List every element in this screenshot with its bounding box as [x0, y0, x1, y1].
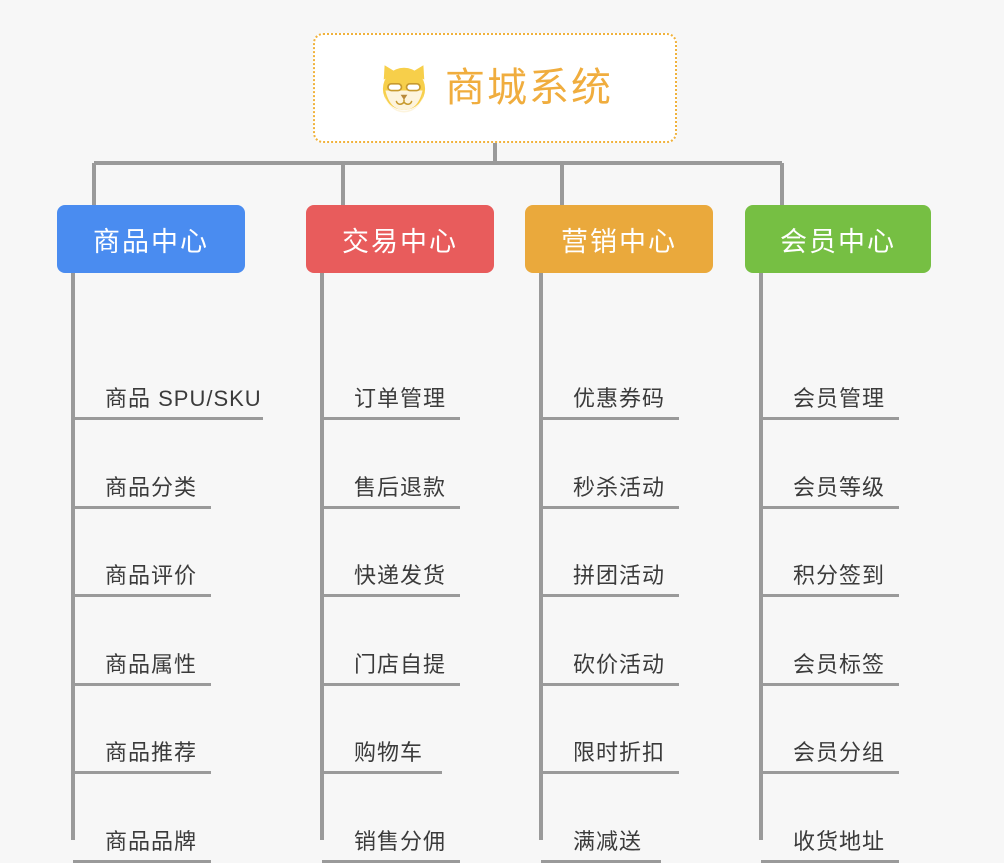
leaf-item-underline — [73, 594, 211, 597]
leaf-item-underline — [541, 505, 679, 509]
leaf-item-label: 售后退款 — [354, 474, 447, 500]
category-header-4[interactable]: 会员中心 — [745, 205, 931, 273]
leaf-item-underline — [73, 771, 211, 774]
leaf-item-label: 快递发货 — [354, 563, 447, 588]
category-column-3: 营销中心优惠券码秒杀活动拼团活动砍价活动限时折扣满减送 — [525, 205, 713, 863]
category-header-2[interactable]: 交易中心 — [306, 205, 494, 273]
leaf-item-label: 会员分组 — [793, 740, 886, 765]
leaf-item-underline — [541, 682, 679, 686]
leaf-item-underline — [322, 859, 460, 863]
leaf-item-label: 购物车 — [354, 740, 424, 765]
leaf-item-underline — [73, 859, 211, 863]
leaf-item-label: 限时折扣 — [573, 740, 666, 765]
root-title: 商城系统 — [445, 66, 613, 110]
leaf-item-underline — [761, 594, 899, 597]
leaf-item-underline — [761, 771, 899, 774]
category-column-4: 会员中心会员管理会员等级积分签到会员标签会员分组收货地址 — [745, 205, 931, 863]
leaf-item-underline — [73, 682, 211, 686]
leaf-item-label: 优惠券码 — [573, 386, 666, 411]
category-column-2: 交易中心订单管理售后退款快递发货门店自提购物车销售分佣 — [306, 205, 494, 863]
leaf-item-label: 商品 SPU/SKU — [105, 386, 262, 411]
leaf-item-underline — [541, 859, 661, 863]
leaf-item-label: 会员等级 — [793, 474, 886, 500]
category-label: 营销中心 — [561, 226, 677, 257]
leaf-item-label: 门店自提 — [354, 651, 447, 677]
leaf-item-label: 商品评价 — [105, 563, 198, 588]
leaf-item-underline — [761, 417, 899, 420]
leaf-item-underline — [541, 417, 679, 420]
leaf-item-underline — [322, 505, 460, 509]
leaf-item-label: 商品分类 — [105, 474, 198, 500]
leaf-item-underline — [322, 594, 460, 597]
leaf-item-label: 商品属性 — [105, 651, 198, 677]
leaf-item-underline — [322, 417, 460, 420]
root-node[interactable]: 商城系统 — [313, 33, 677, 143]
leaf-item-underline — [541, 594, 679, 597]
leaf-item-underline — [322, 771, 442, 774]
leaf-item-label: 拼团活动 — [573, 563, 666, 588]
leaf-item-underline — [73, 417, 263, 420]
leaf-item-underline — [73, 505, 211, 509]
leaf-item-underline — [761, 682, 899, 686]
leaf-item-label: 会员管理 — [793, 386, 886, 411]
category-label: 商品中心 — [93, 226, 209, 257]
category-label: 会员中心 — [780, 226, 896, 257]
leaf-item-label: 积分签到 — [793, 563, 886, 588]
category-header-1[interactable]: 商品中心 — [57, 205, 245, 273]
leaf-item-label: 订单管理 — [354, 386, 447, 411]
leaf-item-underline — [541, 771, 679, 774]
leaf-item-label: 砍价活动 — [573, 651, 666, 677]
leaf-item-label: 秒杀活动 — [573, 474, 666, 500]
leaf-item-underline — [761, 859, 899, 863]
category-header-3[interactable]: 营销中心 — [525, 205, 713, 273]
leaf-item-label: 商品推荐 — [105, 740, 198, 765]
category-label: 交易中心 — [342, 226, 458, 257]
leaf-item-label: 会员标签 — [793, 651, 886, 677]
leaf-item-underline — [322, 682, 460, 686]
shiba-dog-icon — [377, 61, 431, 115]
leaf-item-underline — [761, 505, 899, 509]
